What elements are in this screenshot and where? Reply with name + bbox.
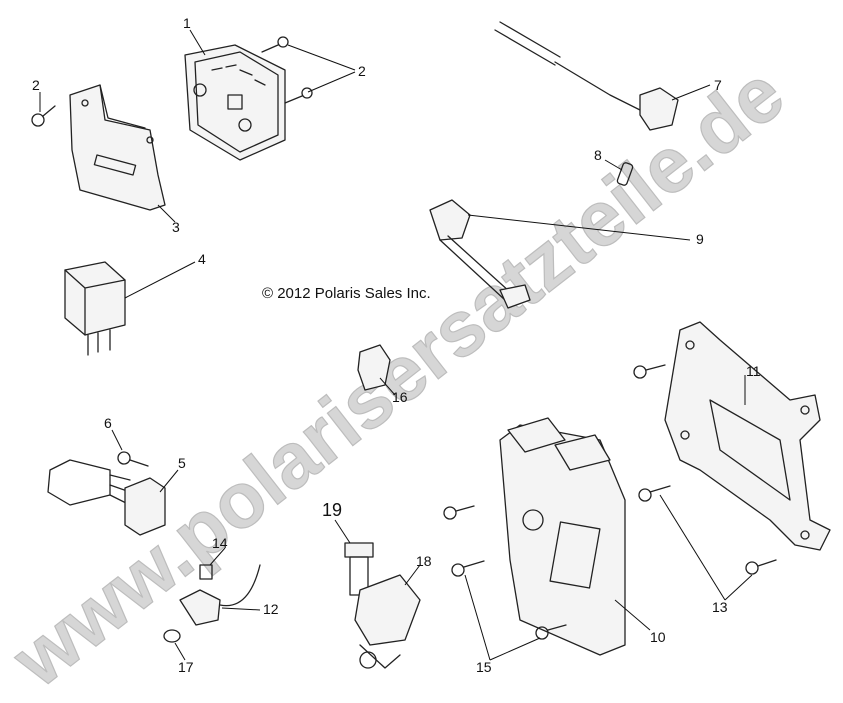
callout-17: 17: [178, 659, 194, 675]
part-screw-13a: [633, 364, 666, 379]
part-voltage-regulator: [184, 44, 286, 161]
callout-11: 11: [746, 363, 761, 379]
part-screw-6: [117, 451, 149, 467]
part-relay: [64, 261, 126, 356]
part-screw-15a: [443, 505, 475, 520]
callout-13: 13: [712, 599, 728, 615]
part-screw-15b: [451, 560, 485, 577]
callout-14: 14: [212, 535, 228, 551]
callout-18: 18: [416, 553, 432, 569]
part-screw-2c: [284, 87, 313, 104]
part-screw-2a: [31, 105, 56, 127]
callout-10: 10: [650, 629, 666, 645]
callout-9: 9: [696, 231, 704, 247]
callout-7: 7: [714, 77, 722, 93]
callout-4: 4: [198, 251, 206, 267]
part-mounting-plate: [664, 321, 831, 551]
callout-6: 6: [104, 415, 112, 431]
part-screw-13b: [638, 485, 671, 502]
part-o-ring: [163, 629, 181, 643]
callout-1: 1: [183, 15, 191, 31]
callout-19: 19: [322, 500, 342, 520]
callout-12: 12: [263, 601, 279, 617]
callout-8: 8: [594, 147, 602, 163]
part-screw-2b: [261, 36, 289, 53]
part-sensor-12: [179, 564, 261, 626]
part-screw-13c: [745, 559, 777, 575]
part-ecu: [499, 417, 626, 656]
part-bracket: [69, 84, 166, 211]
part-screw-8: [616, 162, 634, 186]
part-wire-harness: [47, 459, 166, 536]
leader-lines: [39, 29, 753, 661]
callout-5: 5: [178, 455, 186, 471]
callout-15: 15: [476, 659, 492, 675]
part-temperature-sensor: [494, 21, 679, 131]
part-map-sensor: [354, 574, 421, 669]
callout-2-right: 2: [358, 63, 366, 79]
part-speed-sensor: [429, 199, 531, 309]
callout-3: 3: [172, 219, 180, 235]
part-clip: [357, 344, 391, 391]
copyright-notice: © 2012 Polaris Sales Inc.: [262, 285, 431, 302]
part-screw-14: [199, 564, 213, 580]
part-screw-15c: [535, 624, 567, 640]
callout-2-left: 2: [32, 77, 40, 93]
part-bolt: [344, 542, 374, 596]
callout-16: 16: [392, 389, 408, 405]
